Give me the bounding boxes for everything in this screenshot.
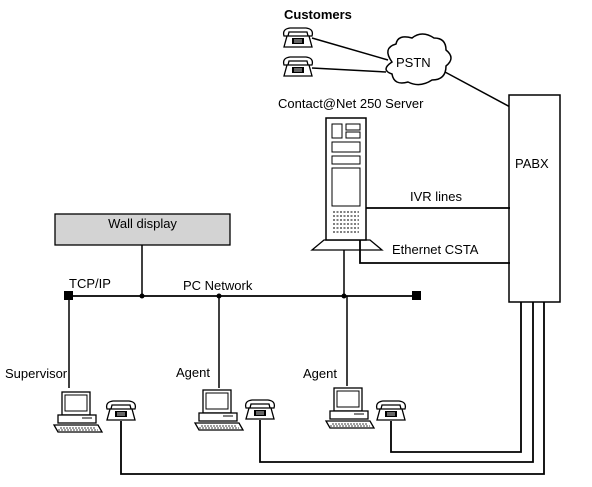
server-tower-icon: [310, 117, 384, 251]
wall-display-box: [54, 213, 231, 246]
pstn-cloud-icon: [385, 33, 452, 86]
agent-2-desktop-computer-icon: [325, 387, 375, 429]
pabx-box: [508, 94, 561, 303]
ethernet-csta-label: Ethernet CSTA: [392, 242, 479, 257]
agent-2-label: Agent: [303, 366, 337, 381]
customer-1-pstn-line: [311, 37, 389, 61]
customer-2-pstn-line: [311, 67, 387, 73]
agent-2-phone-line: [390, 302, 522, 453]
ethernet-csta-connector: [359, 240, 510, 264]
customers-label: Customers: [284, 7, 352, 22]
agent-1-telephone-icon: [244, 399, 276, 420]
agent-1-label: Agent: [176, 365, 210, 380]
ivr-lines-label: IVR lines: [410, 189, 463, 204]
pabx-label: PABX: [515, 156, 549, 171]
pstn-label: PSTN: [396, 55, 431, 70]
pc-network-label: PC Network: [183, 278, 253, 293]
bus-terminator-left: [64, 291, 73, 300]
supervisor-label: Supervisor: [5, 366, 68, 381]
customer-telephone-icon: [282, 56, 314, 77]
supervisor-desktop-computer-icon: [53, 391, 103, 433]
agent-1-phone-line: [259, 302, 534, 463]
pstn-pabx-line: [444, 71, 513, 109]
agent-1-desktop-computer-icon: [194, 389, 244, 431]
server-label: Contact@Net 250 Server: [278, 96, 424, 111]
supervisor-phone-line: [120, 302, 545, 475]
agent-2-telephone-icon: [375, 400, 407, 421]
customer-telephone-icon: [282, 27, 314, 48]
bus-terminator-right: [412, 291, 421, 300]
tcp-ip-label: TCP/IP: [69, 276, 111, 291]
supervisor-telephone-icon: [105, 400, 137, 421]
wall-display-label: Wall display: [108, 216, 177, 231]
